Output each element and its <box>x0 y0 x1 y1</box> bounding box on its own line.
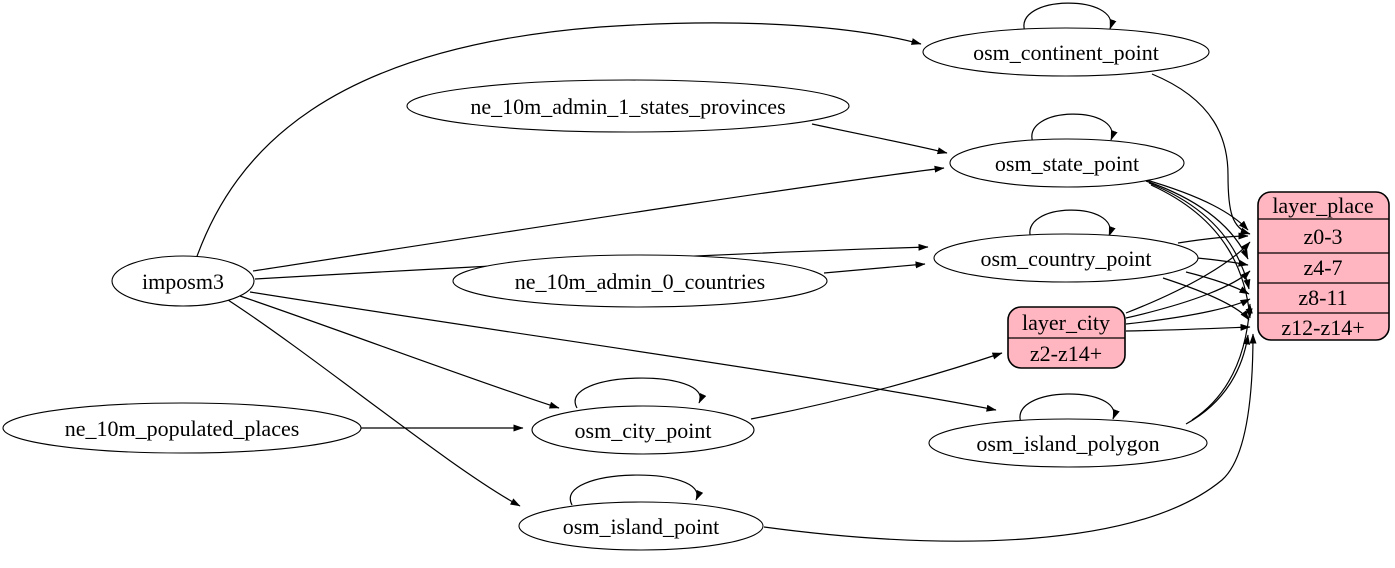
imposm3-shape <box>111 255 255 307</box>
osm_city_point-label: osm_city_point <box>575 418 712 443</box>
edge-layer_city-layer_place-z12-z14 <box>1125 323 1251 332</box>
edge-imposm3-osm_island_point <box>227 299 521 507</box>
edge-osm_city_point-layer_city-z2 <box>750 352 1003 420</box>
selfloop-osm_city_point <box>574 377 707 409</box>
node-ne_10m_admin_0_countries: ne_10m_admin_0_countries <box>452 254 828 308</box>
node-osm_city_point: osm_city_point <box>531 405 755 455</box>
selfloop-osm_continent_point <box>1023 2 1117 33</box>
edge-osm_state_point-layer_place-z0-3 <box>1142 178 1249 231</box>
node-ne_10m_populated_places: ne_10m_populated_places <box>2 402 362 454</box>
osm_country_point-label: osm_country_point <box>980 246 1151 271</box>
ne_10m_populated_places-shape <box>2 402 362 454</box>
edge-osm_island_point-layer_place-z12-z14 <box>763 333 1257 542</box>
selfloop-osm_island_polygon <box>1019 393 1120 424</box>
osm_country_point-shape <box>933 233 1199 283</box>
node-osm_country_point: osm_country_point <box>933 233 1199 283</box>
edge-osm_country_point-layer_place-z4-7 <box>1196 257 1249 267</box>
edge-osm_island_polygon-layer_place-z12-z14 <box>1185 334 1251 425</box>
ne_10m_admin_1_states_provinces-label: ne_10m_admin_1_states_provinces <box>470 94 785 119</box>
layer_city-row-z2-z14: z2-z14+ <box>1030 341 1102 366</box>
ne_10m_admin_1_states_provinces-shape <box>406 79 850 133</box>
layer_place-title: layer_place <box>1272 193 1373 218</box>
ne_10m_admin_0_countries-label: ne_10m_admin_0_countries <box>515 269 766 294</box>
osm_island_polygon-shape <box>928 418 1208 468</box>
node-ne_10m_admin_1_states_provinces: ne_10m_admin_1_states_provinces <box>406 79 850 133</box>
imposm3-label: imposm3 <box>142 269 224 294</box>
edge-layer_city-layer_place-z8-11 <box>1125 298 1251 325</box>
edge-imposm3-osm_island_polygon <box>249 291 997 412</box>
record-layer_place: layer_place z0-3 z4-7 z8-11 z12-z14+ <box>1257 191 1390 341</box>
edge-osm_country_point-layer_place-z0-3 <box>1177 232 1249 244</box>
osm_continent_point-label: osm_continent_point <box>973 40 1159 65</box>
ne_10m_populated_places-label: ne_10m_populated_places <box>65 416 300 441</box>
edge-osm_country_point-layer_place-z8-11 <box>1185 271 1250 295</box>
layer_city-title: layer_city <box>1022 310 1110 335</box>
osm_island_point-shape <box>518 501 764 551</box>
edge-ne_10m_admin_1_states_provinces-osm_state_point <box>811 123 948 155</box>
edge-imposm3-osm_state_point <box>252 165 945 272</box>
edge-ne_10m_admin_0_countries-osm_country_point <box>823 261 926 274</box>
layer_place-row-z12-z14: z12-z14+ <box>1281 315 1364 340</box>
node-osm_state_point: osm_state_point <box>949 138 1185 188</box>
edge-layer_city-layer_place-z4-7 <box>1125 270 1251 319</box>
node-osm_continent_point: osm_continent_point <box>922 27 1210 77</box>
osm_state_point-label: osm_state_point <box>995 151 1139 176</box>
edge-imposm3-osm_continent_point <box>195 22 922 260</box>
edge-imposm3-osm_city_point <box>239 295 560 409</box>
selfloop-osm_country_point <box>1029 209 1116 240</box>
edge-group <box>195 2 1257 542</box>
osm_island_point-label: osm_island_point <box>563 514 719 539</box>
record-layer_city: layer_city z2-z14+ <box>1007 306 1126 369</box>
osm_continent_point-shape <box>922 27 1210 77</box>
layer_place-row-z8-11: z8-11 <box>1298 285 1347 310</box>
edge-osm_state_point-layer_place-z4-7 <box>1145 180 1249 260</box>
osm_state_point-shape <box>949 138 1185 188</box>
osm_island_polygon-label: osm_island_polygon <box>976 431 1159 456</box>
selfloop-osm_island_point <box>569 474 704 506</box>
edge-layer_city-layer_place-z0-3 <box>1125 241 1251 314</box>
edge-osm_continent_point-layer_place-z0-3 <box>1151 73 1251 235</box>
edge-osm_island_polygon-layer_place-z8-11 <box>1191 303 1253 421</box>
node-osm_island_polygon: osm_island_polygon <box>928 418 1208 468</box>
layer_place-box <box>1257 191 1390 341</box>
selfloop-osm_state_point <box>1031 113 1118 144</box>
node-imposm3: imposm3 <box>111 255 255 307</box>
node-osm_island_point: osm_island_point <box>518 501 764 551</box>
ne_10m_admin_0_countries-shape <box>452 254 828 308</box>
layer_place-row-z4-7: z4-7 <box>1303 255 1342 280</box>
osm_city_point-shape <box>531 405 755 455</box>
layer_place-row-z0-3: z0-3 <box>1303 224 1342 249</box>
edge-osm_country_point-layer_place-z12-z14 <box>1162 277 1250 321</box>
